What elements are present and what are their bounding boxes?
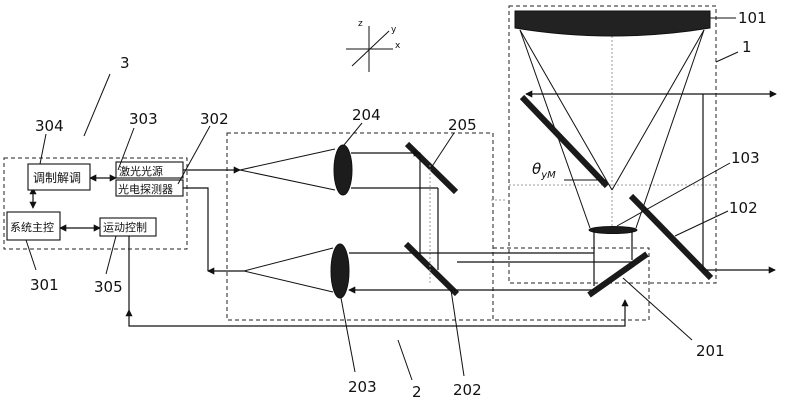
lens-203 (331, 244, 349, 298)
mirror-201 (589, 254, 647, 295)
ref-301: 301 (30, 276, 59, 294)
photodetector-block: 光电探测器 (118, 182, 173, 196)
angle-label: θyM (532, 160, 556, 181)
ref-101: 101 (738, 9, 767, 27)
lens-204 (334, 145, 352, 195)
ref-302: 302 (200, 110, 229, 128)
axis-y-label: y (391, 25, 397, 35)
ref-304: 304 (35, 117, 64, 135)
fold-mirror-right (631, 196, 711, 278)
ref-303: 303 (129, 110, 158, 128)
ref-201: 201 (696, 342, 725, 360)
beam-splitter-202 (406, 244, 457, 294)
system-master-block: 系统主控 (10, 220, 54, 234)
ref-2: 2 (412, 383, 422, 401)
primary-mirror (515, 11, 710, 36)
modem-block: 调制解调 (33, 171, 81, 185)
ref-203: 203 (348, 378, 377, 396)
ref-102: 102 (729, 199, 758, 217)
axis-x-label: x (395, 41, 401, 51)
ref-204: 204 (352, 106, 381, 124)
secondary-lens (589, 227, 637, 234)
ref-202: 202 (453, 381, 482, 399)
ref-3: 3 (120, 54, 130, 72)
coordinate-axes-icon: z y x (346, 19, 401, 72)
ref-205: 205 (448, 116, 477, 134)
laser-source-block: 激光光源 (119, 164, 163, 178)
axis-z-label: z (358, 19, 363, 29)
ref-1: 1 (742, 38, 752, 56)
ref-305: 305 (94, 278, 123, 296)
ref-103: 103 (731, 149, 760, 167)
motion-control-block: 运动控制 (103, 220, 147, 234)
